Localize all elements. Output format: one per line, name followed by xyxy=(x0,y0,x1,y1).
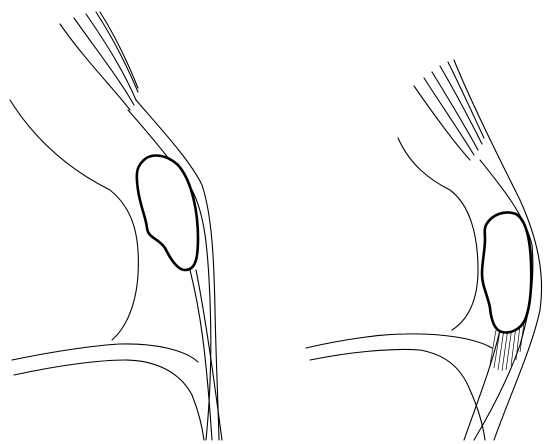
left-patella xyxy=(137,156,198,270)
left-tendon-fibers xyxy=(60,12,138,110)
left-femur-outline xyxy=(10,100,138,340)
left-tibia-outline xyxy=(12,344,204,440)
right-panel xyxy=(306,60,542,440)
right-femur-outline xyxy=(398,138,478,330)
right-tendon-fibers xyxy=(414,62,484,160)
right-patella xyxy=(482,212,531,332)
left-tendon-lines xyxy=(128,100,222,440)
left-panel xyxy=(10,12,222,440)
right-tibia-outline xyxy=(306,334,492,440)
